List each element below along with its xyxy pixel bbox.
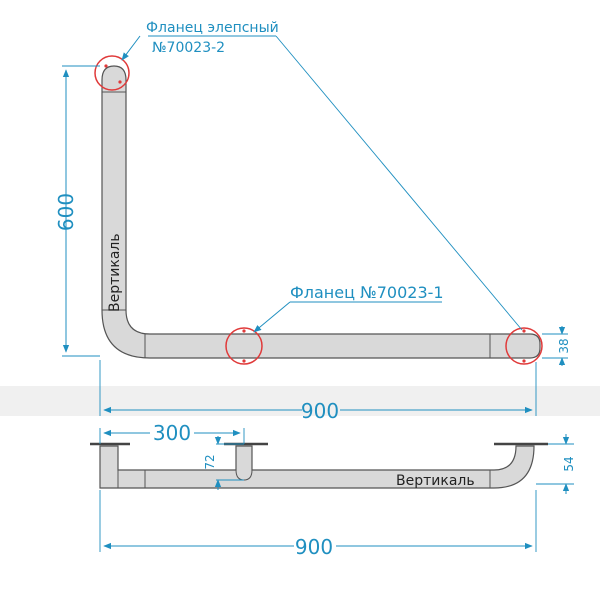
- dim-thickness-top: 38: [557, 338, 571, 353]
- dim-offset-bottom: 300: [153, 421, 191, 445]
- top-view: Фланец элепсный №70023-2 Фланец №70023-1…: [54, 20, 571, 423]
- dim-height-top: 600: [54, 193, 78, 231]
- leader-mid: [253, 301, 291, 333]
- dim-width-top: 900: [301, 399, 339, 423]
- rail-label-top: Вертикаль: [107, 233, 123, 312]
- side-view: Вертикаль 300 72 54 900: [90, 421, 576, 559]
- flange-mid-label: Фланец №70023-1: [290, 283, 444, 302]
- flange-end-icon: [505, 327, 543, 365]
- leader-top: [121, 35, 141, 61]
- flange-top-icon: [94, 55, 130, 91]
- dim-height-bottom: 54: [562, 456, 576, 471]
- leader-diagonal: [275, 35, 523, 331]
- flange-mid-icon: [225, 327, 263, 365]
- rail-label-bottom: Вертикаль: [396, 473, 475, 489]
- flange-top-label-line1: Фланец элепсный: [146, 20, 279, 36]
- l-rail: [101, 65, 541, 359]
- side-rail: [99, 445, 535, 489]
- flange-top-label-line2: №70023-2: [152, 40, 225, 56]
- dim-depth-bottom: 72: [203, 454, 217, 469]
- dim-width-bottom: 900: [295, 535, 333, 559]
